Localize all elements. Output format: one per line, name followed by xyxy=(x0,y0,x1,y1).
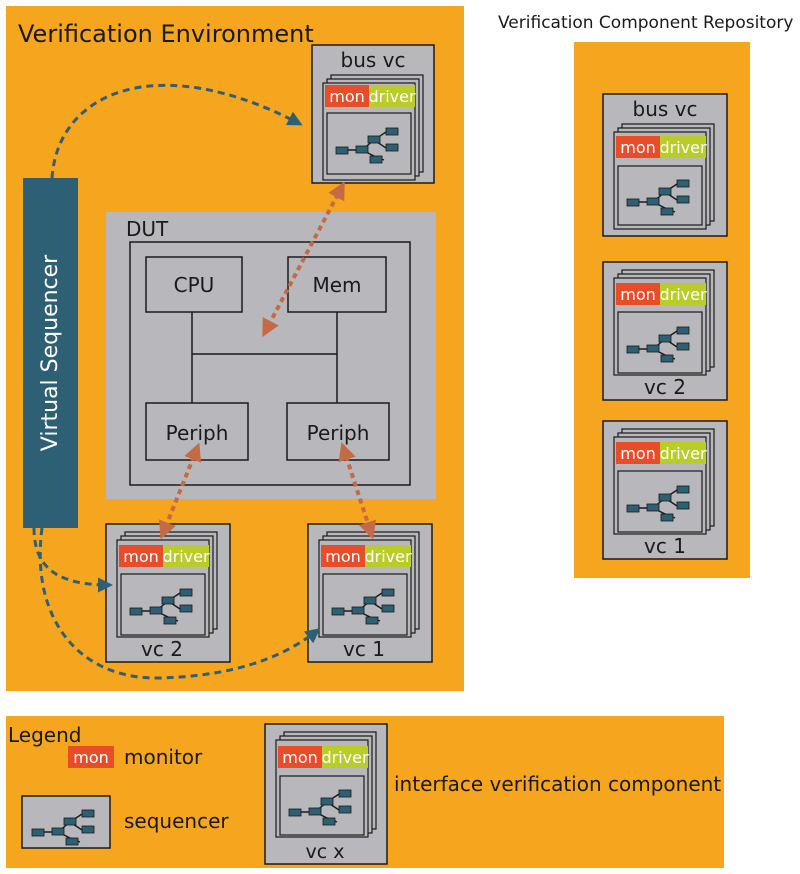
periph-left-label: Periph xyxy=(166,421,229,445)
env-bus-vc: bus vc mon driver xyxy=(311,44,435,184)
repo-title: Verification Component Repository xyxy=(498,13,793,33)
env-vc2-mon: mon xyxy=(123,547,159,566)
legend-vcx-driver: driver xyxy=(321,748,368,767)
legend-monitor-label: monitor xyxy=(124,745,203,769)
legend-vcx-mon: mon xyxy=(282,748,318,767)
periph-left-block: Periph xyxy=(145,402,249,461)
repo-vc1-driver: driver xyxy=(659,444,706,463)
dut-title: DUT xyxy=(126,217,169,241)
repo-bus-vc-label: bus vc xyxy=(633,97,698,121)
mem-label: Mem xyxy=(312,273,361,297)
repo-bus-vc: bus vc mon driver xyxy=(602,93,728,237)
legend: Legend mon monitor sequencer mon driver … xyxy=(6,716,724,868)
repo-bus-vc-mon: mon xyxy=(620,138,656,157)
env-bus-vc-driver: driver xyxy=(368,87,415,106)
legend-title: Legend xyxy=(8,723,81,747)
cpu-label: CPU xyxy=(174,273,215,297)
cpu-block: CPU xyxy=(145,256,243,313)
env-vc1-mon: mon xyxy=(325,547,361,566)
dashed-arrow-icon xyxy=(38,527,321,680)
repo-vc2-driver: driver xyxy=(659,285,706,304)
legend-vcx-label: vc x xyxy=(306,841,345,863)
env-vc2: mon driver vc 2 xyxy=(105,523,231,663)
env-vc2-driver: driver xyxy=(162,547,209,566)
repo-vc1: mon driver vc 1 xyxy=(602,420,728,560)
env-bus-vc-mon: mon xyxy=(329,87,365,106)
periph-right-block: Periph xyxy=(286,402,390,461)
dut: DUT CPU Mem Periph Periph xyxy=(106,212,436,499)
repo-vc2: mon driver vc 2 xyxy=(602,261,728,401)
env-vc1: mon driver vc 1 xyxy=(307,523,433,663)
virtual-sequencer-connections xyxy=(32,83,321,680)
env-vc2-label: vc 2 xyxy=(141,637,183,661)
env-vc1-label: vc 1 xyxy=(343,637,385,661)
env-title: Verification Environment xyxy=(18,20,314,48)
dashed-arrow-icon xyxy=(50,83,303,179)
repo-vc2-mon: mon xyxy=(620,285,656,304)
repo-vc1-mon: mon xyxy=(620,444,656,463)
mem-block: Mem xyxy=(287,256,387,313)
repo-vc1-label: vc 1 xyxy=(644,534,686,558)
repo-vc2-label: vc 2 xyxy=(644,375,686,399)
virtual-sequencer: Virtual Sequencer xyxy=(23,178,78,528)
env-bus-vc-label: bus vc xyxy=(341,48,406,72)
periph-right-label: Periph xyxy=(307,421,370,445)
legend-ivc-label: interface verification component xyxy=(394,772,721,796)
legend-sequencer-label: sequencer xyxy=(124,809,229,833)
env-vc1-driver: driver xyxy=(364,547,411,566)
dashed-arrow-icon xyxy=(32,527,113,593)
repo-bus-vc-driver: driver xyxy=(659,138,706,157)
legend-mon-tag: mon xyxy=(73,748,109,767)
legend-vc-x: mon driver vc x xyxy=(264,723,388,865)
virtual-sequencer-label: Virtual Sequencer xyxy=(38,254,63,451)
